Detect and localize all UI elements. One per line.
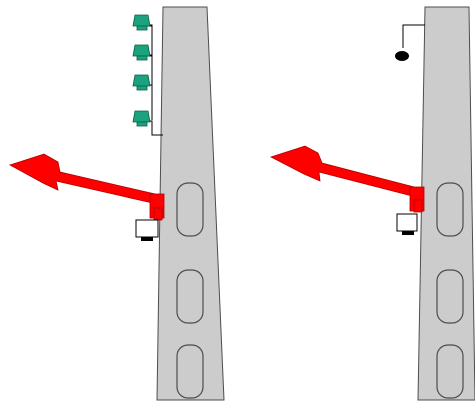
insulator-icon [132, 14, 151, 31]
left-pole-slot-1 [176, 182, 204, 237]
counterweight [395, 24, 425, 61]
insulator-wiring [143, 25, 163, 136]
left-arm-clamp-lower [153, 207, 163, 221]
insulator-stack [132, 14, 163, 136]
right-arm-blade [269, 145, 417, 198]
right-panel [269, 6, 475, 401]
right-semaphore-arm [269, 145, 425, 213]
right-lamp-box [396, 213, 418, 235]
right-pole-slot-3 [436, 344, 464, 399]
insulator-icon [132, 110, 151, 127]
right-arm-clamp-lower [413, 199, 423, 213]
left-lamp-box [135, 219, 159, 241]
insulator-icon [132, 44, 151, 61]
right-pole [417, 6, 475, 401]
left-pole-slot-3 [176, 344, 204, 399]
left-pole-slot-2 [176, 269, 204, 324]
left-panel [8, 6, 225, 401]
right-pole-slot-2 [436, 269, 464, 324]
left-arm-blade [8, 153, 158, 205]
right-pole-slot-1 [436, 182, 464, 237]
insulator-icon [132, 74, 151, 91]
left-pole [156, 6, 225, 401]
left-semaphore-arm [8, 153, 165, 221]
